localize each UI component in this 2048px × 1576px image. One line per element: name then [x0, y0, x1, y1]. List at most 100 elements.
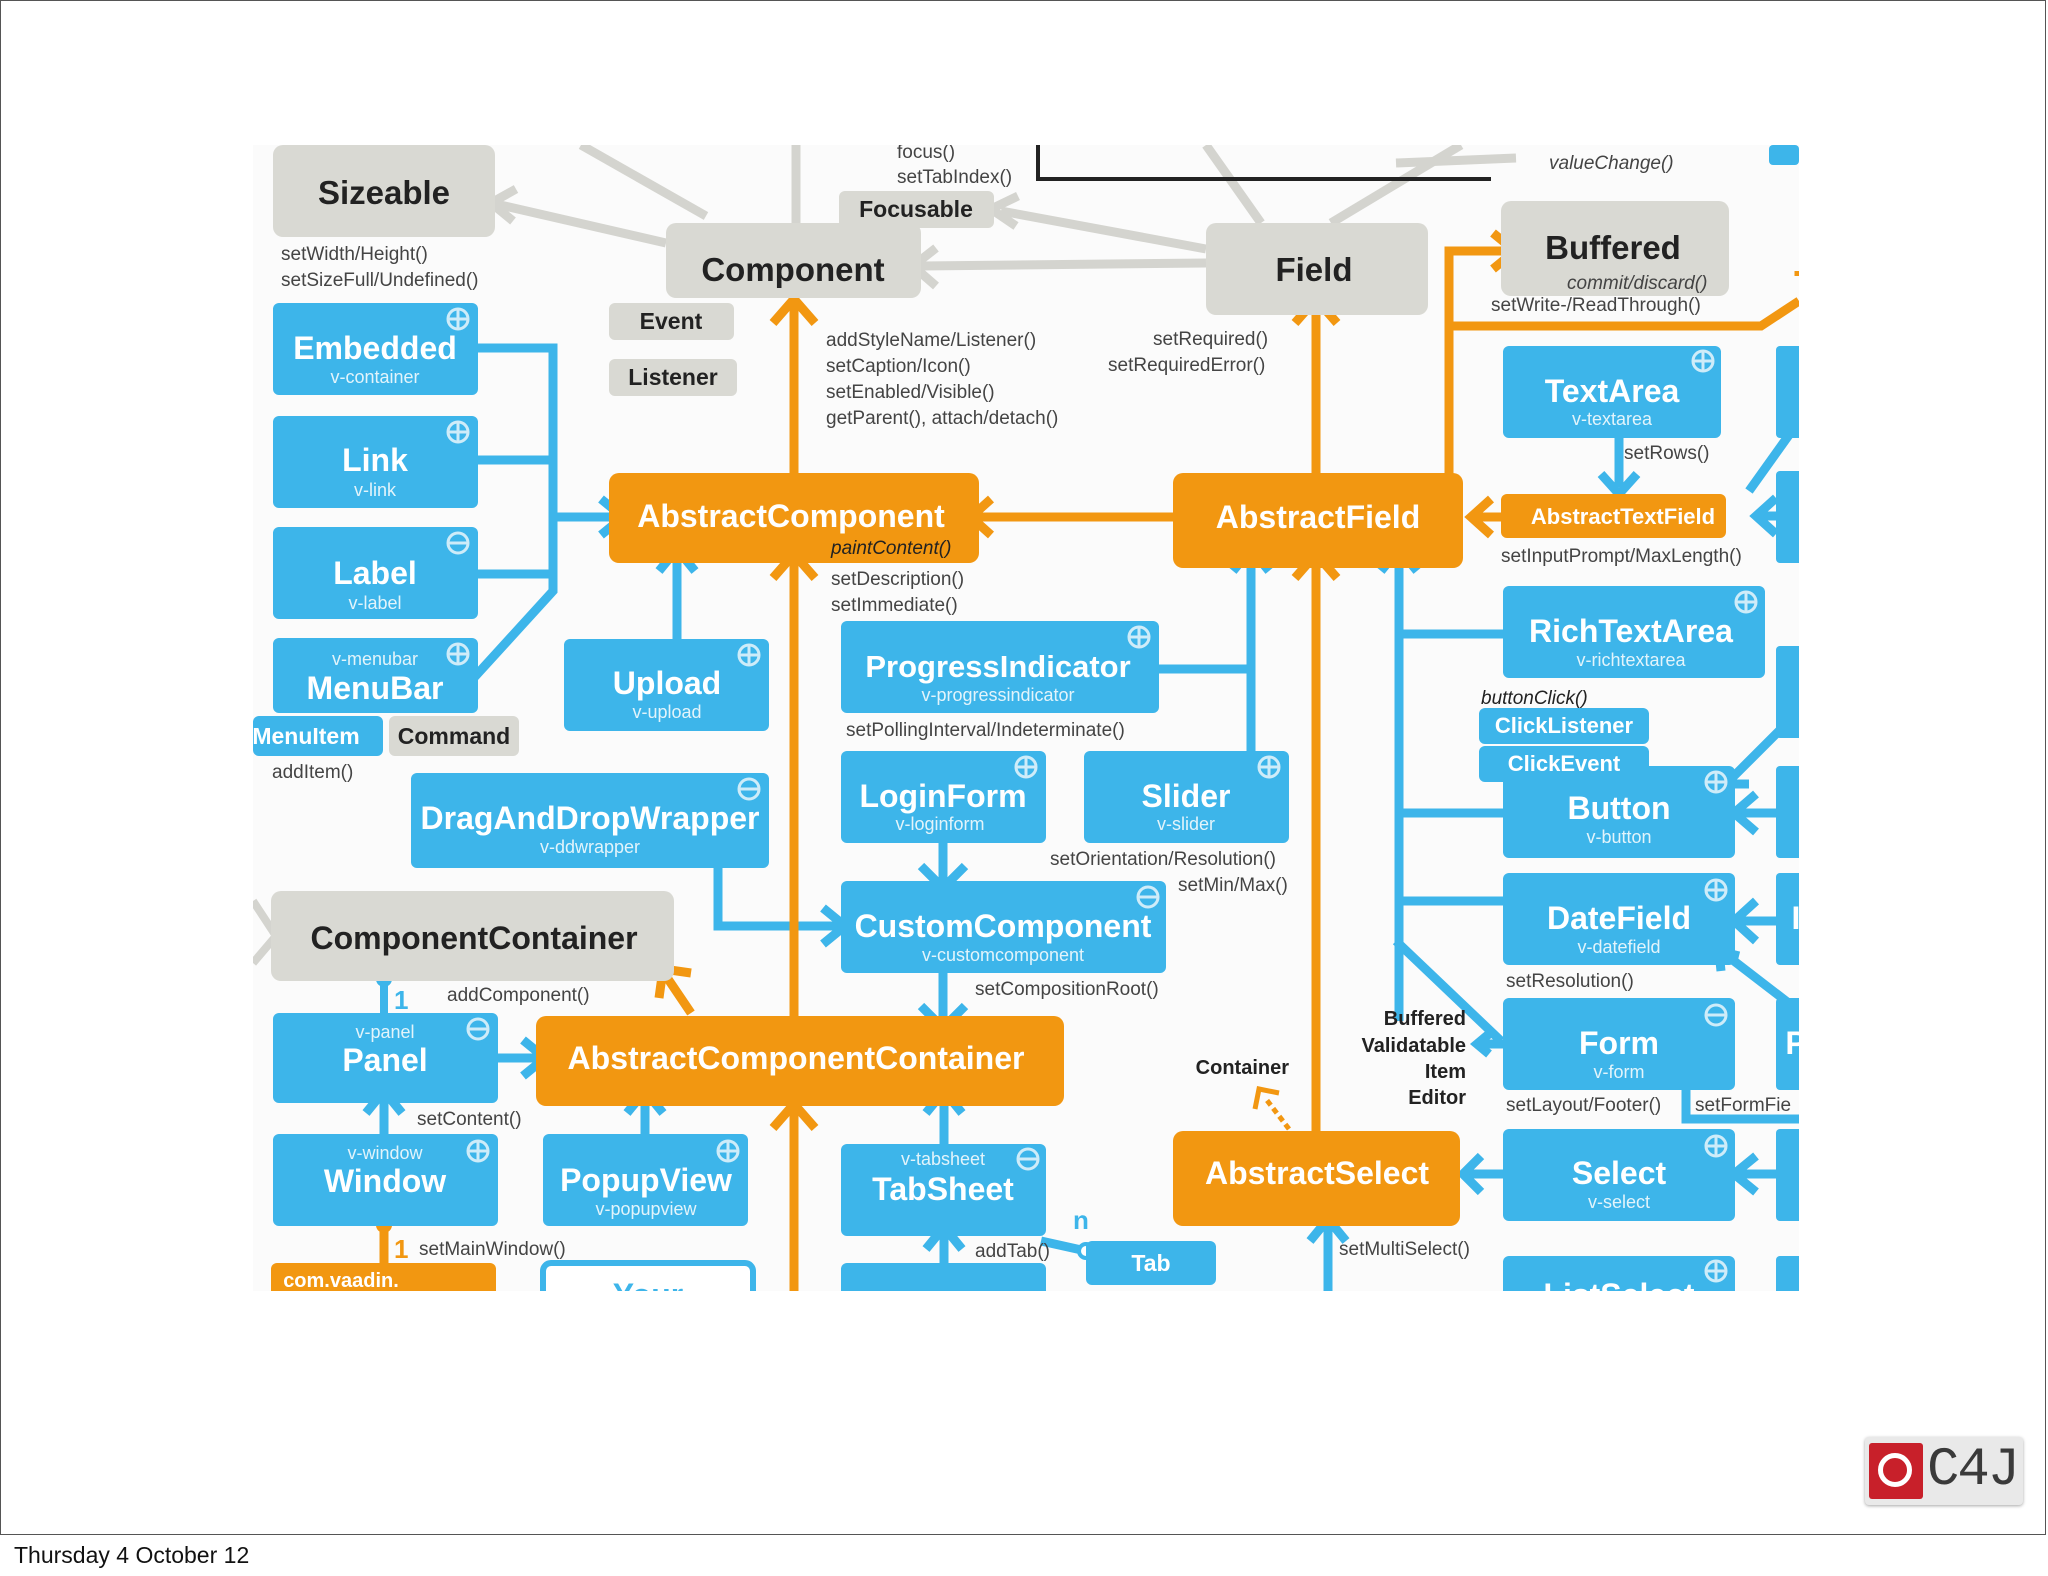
abstract-component-label: AbstractComponent: [637, 498, 945, 534]
label-move-icon: [446, 531, 470, 555]
right-edge-box-2[interactable]: [1776, 471, 1816, 563]
dragdrop-move-icon: [737, 777, 761, 801]
slider-method-1: setOrientation/Resolution(): [1050, 849, 1276, 870]
abstract-component-container-box[interactable]: [536, 1016, 1064, 1106]
right-edge-box-5[interactable]: [1776, 873, 1816, 965]
abstract-text-field-box[interactable]: [1501, 494, 1726, 538]
panel-tag: v-panel: [355, 1022, 414, 1042]
panel-move-icon: [466, 1017, 490, 1041]
loginform-label: LoginForm: [859, 778, 1026, 814]
container-dashed-arrow: [1252, 1086, 1280, 1110]
field-box[interactable]: [1206, 223, 1428, 315]
textarea-label: TextArea: [1545, 373, 1680, 409]
datefield-box[interactable]: [1503, 873, 1735, 965]
sizeable-box[interactable]: [273, 145, 495, 237]
value-change-method: valueChange(): [1549, 153, 1674, 174]
dragdrop-tag: v-ddwrapper: [540, 837, 640, 857]
right-edge-box-4[interactable]: [1776, 766, 1816, 858]
abstract-text-field-label: AbstractTextField: [1531, 504, 1715, 529]
menubar-box[interactable]: [273, 638, 478, 713]
component-container-box[interactable]: [271, 891, 674, 981]
component-label: Component: [701, 251, 884, 288]
form-method-1: setLayout/Footer(): [1506, 1095, 1661, 1116]
corner-blue-tab: [1769, 145, 1799, 165]
button-move-icon: [1704, 770, 1728, 794]
textarea-box[interactable]: [1503, 346, 1721, 438]
note-labels: Buffered Validatable Item Editor Contain…: [1196, 1008, 1467, 1109]
slider-box[interactable]: [1084, 751, 1289, 843]
form-box[interactable]: [1503, 998, 1735, 1090]
right-edge-box-8[interactable]: [1776, 1256, 1816, 1316]
tabsheet-move-icon: [1016, 1147, 1040, 1171]
abstract-field-label: AbstractField: [1216, 499, 1420, 535]
tab-box[interactable]: [1086, 1241, 1216, 1285]
button-click-method: buttonClick(): [1481, 688, 1588, 709]
popupview-label: PopupView: [560, 1162, 732, 1198]
window-box[interactable]: [273, 1134, 498, 1226]
tabsheet-method: addTab(): [975, 1241, 1050, 1262]
footer-date: Thursday 4 October 12: [14, 1542, 250, 1568]
value-change-connector: [1036, 145, 1491, 181]
component-box[interactable]: [666, 223, 921, 298]
command-box[interactable]: [389, 716, 519, 756]
clickevent-label: ClickEvent: [1508, 751, 1621, 776]
abstract-field-box[interactable]: [1173, 473, 1463, 568]
select-tag: v-select: [1588, 1192, 1650, 1212]
label-box[interactable]: [273, 527, 478, 619]
bottom-mid-box[interactable]: [841, 1263, 1046, 1323]
clicklistener-label: ClickListener: [1495, 713, 1634, 738]
right-edge-box-1[interactable]: [1776, 346, 1816, 438]
focusable-box[interactable]: [839, 191, 994, 228]
component-labels: Embedded v-container Link v-link Label v…: [253, 330, 1799, 1313]
upload-box[interactable]: [564, 639, 769, 731]
datefield-method: setResolution(): [1506, 971, 1634, 992]
button-box[interactable]: [1503, 766, 1735, 858]
form-interface-item: Item: [1425, 1061, 1466, 1083]
richtextarea-box[interactable]: [1503, 586, 1765, 678]
abstract-component-box[interactable]: [609, 473, 979, 563]
progress-box[interactable]: [841, 621, 1159, 713]
com-vaadin-box[interactable]: [271, 1263, 496, 1303]
custom-move-icon: [1136, 885, 1160, 909]
panel-box[interactable]: [273, 1013, 498, 1103]
component-boxes: [253, 303, 1816, 1323]
embedded-box[interactable]: [273, 303, 478, 395]
clicklistener-box[interactable]: [1479, 708, 1649, 744]
tabsheet-box[interactable]: [841, 1144, 1046, 1236]
com-vaadin-label: com.vaadin.: [283, 1270, 399, 1292]
interface-boxes: [271, 145, 1729, 981]
textarea-tag: v-textarea: [1572, 409, 1653, 429]
dragdrop-box[interactable]: [411, 773, 769, 868]
progress-tag: v-progressindicator: [921, 685, 1074, 705]
menuitem-box[interactable]: [253, 716, 383, 756]
custom-box[interactable]: [841, 881, 1166, 973]
link-box[interactable]: [273, 416, 478, 508]
right-edge-box-6[interactable]: [1776, 998, 1816, 1090]
richtextarea-tag: v-richtextarea: [1576, 650, 1686, 670]
embedded-tag: v-container: [330, 367, 419, 387]
your-box[interactable]: [540, 1260, 756, 1323]
form-move-icon: [1704, 1003, 1728, 1027]
dragdrop-label: DragAndDropWrapper: [421, 800, 760, 836]
link-tag: v-link: [354, 480, 397, 500]
right-edge-box-7[interactable]: [1776, 1129, 1816, 1221]
interface-labels: Sizeable Focusable Component Field Buffe…: [310, 174, 1680, 956]
select-box[interactable]: [1503, 1129, 1735, 1221]
listener-box[interactable]: [609, 359, 737, 396]
custom-label: CustomComponent: [855, 908, 1152, 944]
your-label: Your: [613, 1277, 684, 1313]
menubar-tag: v-menubar: [332, 649, 418, 669]
listselect-box[interactable]: [1503, 1256, 1735, 1316]
buffered-method-2: setWrite-/ReadThrough(): [1491, 295, 1701, 316]
buffered-box[interactable]: [1501, 201, 1729, 296]
form-label: Form: [1579, 1025, 1659, 1061]
right-edge-box-3[interactable]: [1776, 646, 1816, 738]
textarea-method: setRows(): [1624, 443, 1710, 464]
abstract-component-method-1: paintContent(): [830, 538, 951, 559]
slider-move-icon: [1257, 755, 1281, 779]
loginform-box[interactable]: [841, 751, 1046, 843]
event-box[interactable]: [609, 303, 734, 340]
slider-label: Slider: [1142, 778, 1231, 814]
popupview-box[interactable]: [543, 1134, 748, 1226]
abstract-select-box[interactable]: [1173, 1131, 1460, 1226]
